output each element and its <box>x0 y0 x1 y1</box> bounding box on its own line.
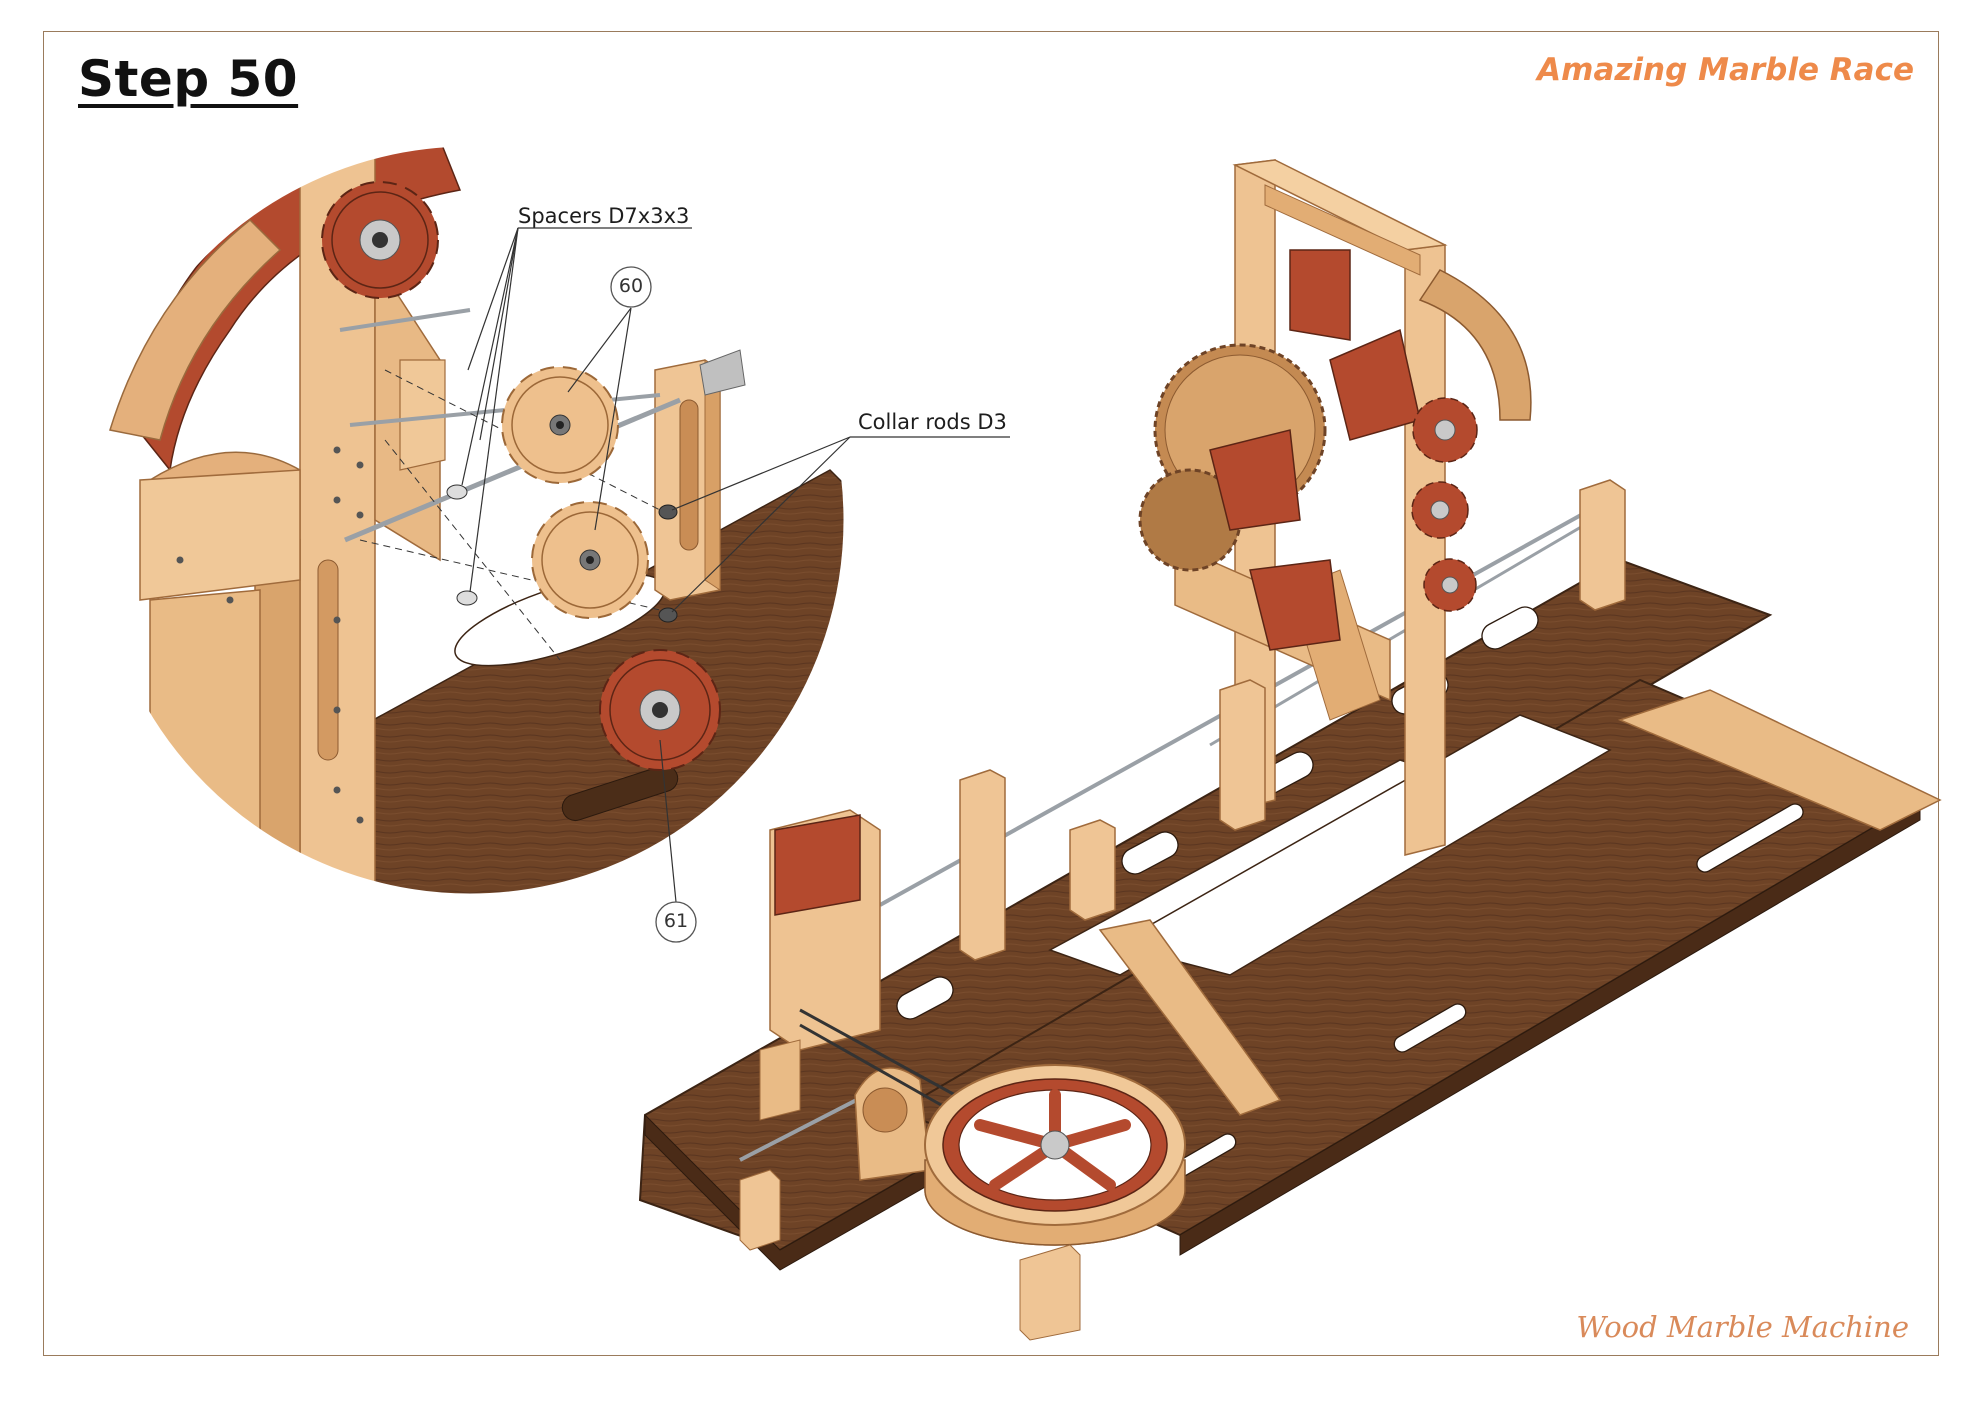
collar-rods-label: Collar rods D3 <box>858 410 1007 434</box>
spacers-label: Spacers D7x3x3 <box>518 204 690 228</box>
detail-view <box>95 145 845 895</box>
gear-60-lower <box>531 501 649 619</box>
callout-61: 61 <box>663 910 689 932</box>
callout-60: 60 <box>618 275 644 297</box>
gear-61 <box>599 649 721 771</box>
footer-brand: Wood Marble Machine <box>1576 1310 1909 1344</box>
step-title: Step 50 <box>78 50 299 108</box>
main-assembly <box>638 159 1942 1341</box>
gear-60-upper <box>501 366 619 484</box>
brand-title: Amazing Marble Race <box>1537 52 1914 88</box>
turntable <box>924 1064 1186 1246</box>
page-frame <box>43 31 1939 1356</box>
